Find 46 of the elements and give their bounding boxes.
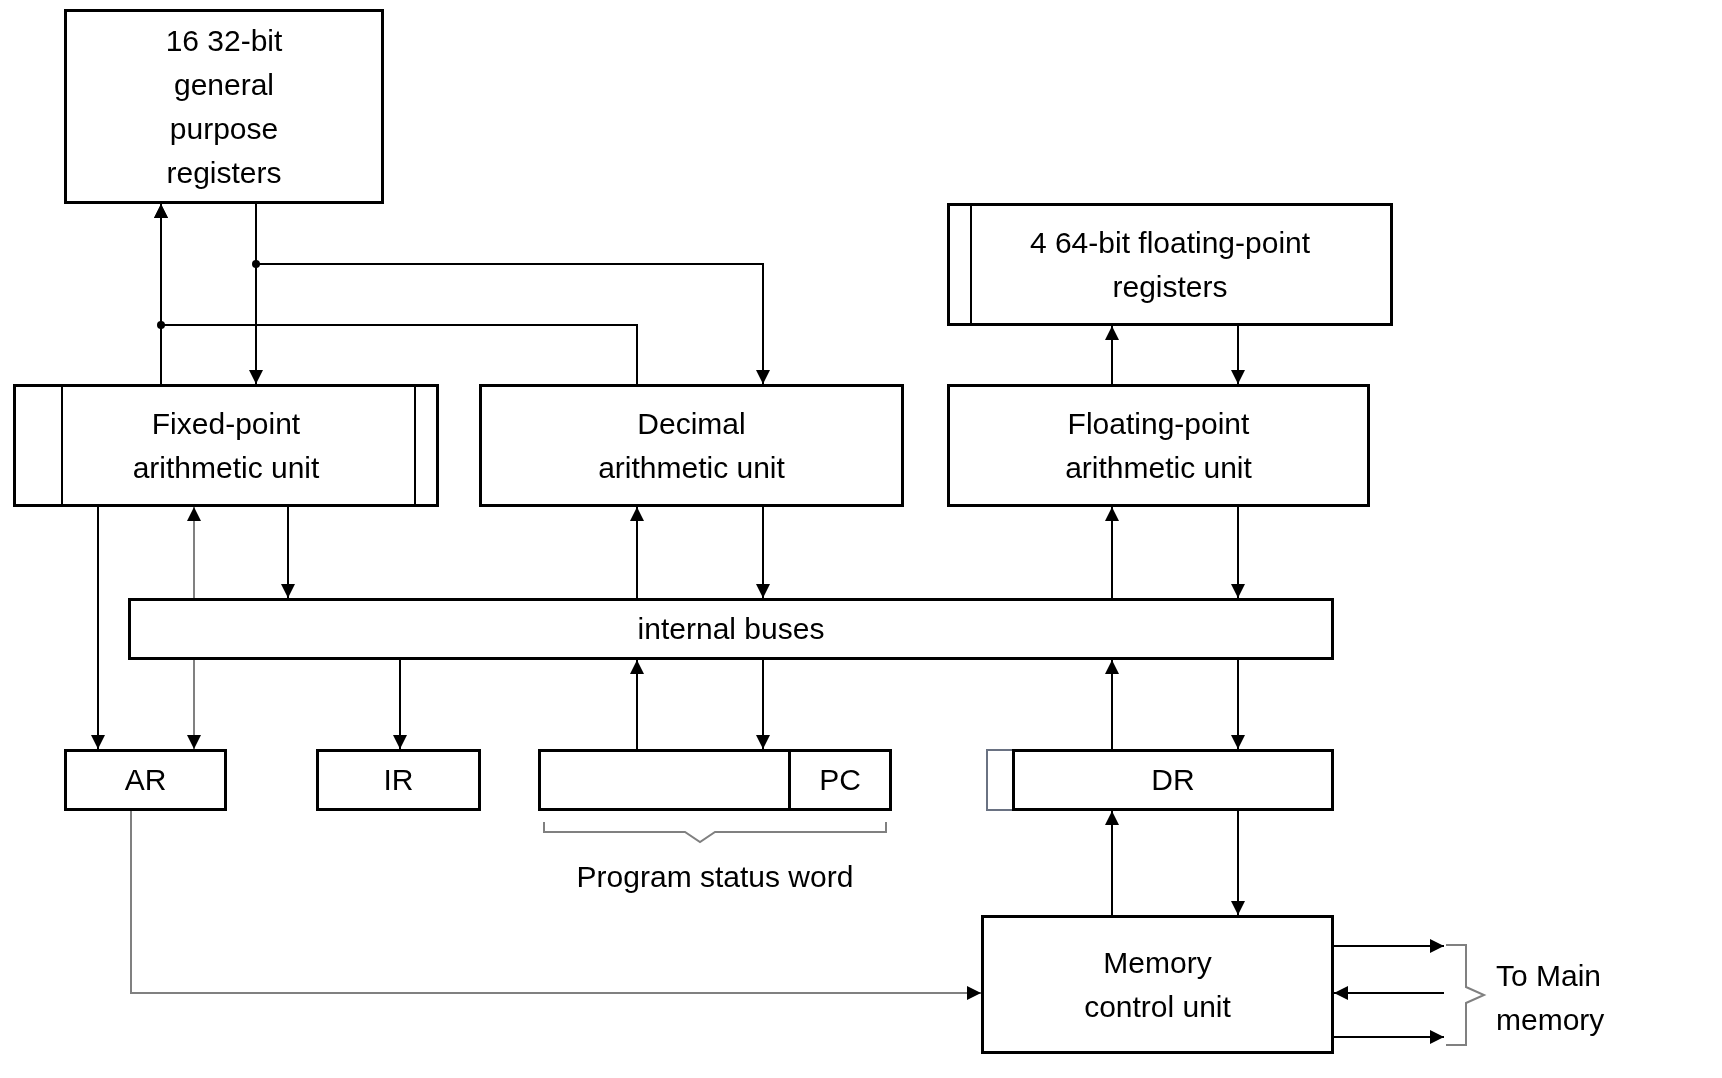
bus-box bbox=[128, 598, 1334, 660]
node-label: PC bbox=[818, 762, 862, 798]
arrow bbox=[1105, 659, 1119, 750]
arrow bbox=[1231, 506, 1245, 599]
arrow bbox=[1105, 506, 1119, 599]
register-box bbox=[316, 749, 481, 811]
arrow bbox=[1333, 939, 1445, 953]
node-label: Fixed-point arithmetic unit bbox=[131, 405, 321, 486]
arrow bbox=[393, 659, 407, 750]
arrow bbox=[91, 506, 105, 750]
arrow bbox=[1105, 810, 1119, 916]
arrow bbox=[630, 659, 644, 750]
arrow bbox=[1333, 986, 1445, 1000]
arrow bbox=[756, 506, 770, 599]
register-box bbox=[1012, 749, 1334, 811]
arrow bbox=[1231, 659, 1245, 750]
register-box bbox=[947, 203, 1393, 326]
unit-box bbox=[479, 384, 904, 507]
node-label: 4 64-bit floating-point registers bbox=[1028, 224, 1312, 305]
arrow bbox=[1231, 325, 1245, 385]
arrow bbox=[154, 203, 638, 385]
unit-box bbox=[981, 915, 1334, 1054]
node-label: AR bbox=[123, 762, 168, 798]
node-label: IR bbox=[382, 762, 415, 798]
arrow bbox=[1231, 810, 1245, 916]
unit-box bbox=[13, 384, 439, 507]
arrow bbox=[187, 659, 201, 750]
brace-label: Program status word bbox=[575, 859, 855, 895]
node-label: internal buses bbox=[636, 611, 826, 647]
arrow bbox=[1105, 325, 1119, 385]
register-box bbox=[538, 749, 892, 811]
node-label: Memory control unit bbox=[1083, 944, 1232, 1025]
node-label: Floating-point arithmetic unit bbox=[1064, 405, 1253, 486]
node-label: Decimal arithmetic unit bbox=[597, 405, 786, 486]
arrow bbox=[756, 659, 770, 750]
node-label: 16 32-bit general purpose registers bbox=[164, 22, 284, 191]
unit-box bbox=[947, 384, 1370, 507]
arrow bbox=[1333, 1030, 1445, 1044]
node-label: To Main memory bbox=[1496, 957, 1606, 1038]
arrow bbox=[281, 506, 295, 599]
arrow bbox=[130, 810, 982, 1000]
register-box bbox=[64, 9, 384, 204]
register-box bbox=[64, 749, 227, 811]
node-label: DR bbox=[1150, 762, 1196, 798]
arrow bbox=[187, 506, 201, 599]
arrow bbox=[630, 506, 644, 599]
